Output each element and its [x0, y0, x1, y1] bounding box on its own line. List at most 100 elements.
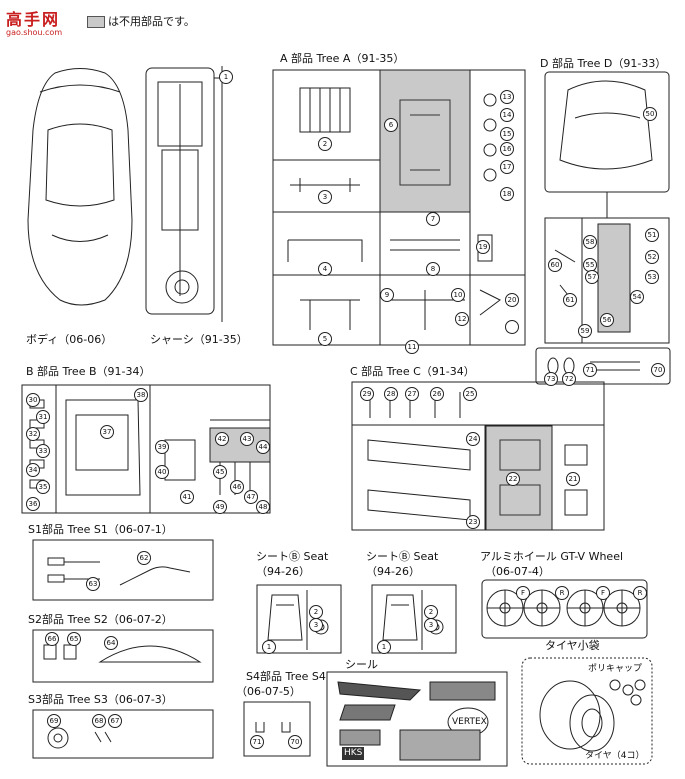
- body-drawing: [27, 68, 133, 306]
- tree-b-label: B 部品 Tree B（91-34）: [26, 365, 151, 378]
- part-number: 71: [583, 363, 597, 377]
- part-number: 50: [643, 107, 657, 121]
- part-number: 40: [155, 465, 169, 479]
- part-number: 70: [288, 735, 302, 749]
- wheel-label: アルミホイール GT-V Wheel: [480, 550, 624, 563]
- tire-bag-label: タイヤ小袋: [545, 639, 600, 652]
- part-number: 32: [26, 427, 40, 441]
- poly-cap-label: ポリキャップ: [588, 664, 643, 674]
- part-number: 13: [500, 90, 514, 104]
- tree-d-label: D 部品 Tree D（91-33）: [540, 57, 667, 70]
- part-number: 7: [426, 212, 440, 226]
- part-number: 12: [455, 312, 469, 326]
- tree-c-sprue: [351, 381, 605, 531]
- part-number: 6: [384, 118, 398, 132]
- part-number: 47: [244, 490, 258, 504]
- part-number: 30: [26, 393, 40, 407]
- part-number: F: [516, 586, 530, 600]
- tree-a-unused-part-6: [379, 69, 471, 213]
- part-number: 2: [318, 137, 332, 151]
- part-number: 34: [26, 463, 40, 477]
- part-number: 41: [180, 490, 194, 504]
- part-number: 11: [405, 340, 419, 354]
- decal-vertex: VERTEX: [452, 717, 487, 727]
- chassis-label: シャーシ（91-35）: [150, 333, 248, 346]
- tree-s1-label: S1部品 Tree S1（06-07-1）: [28, 523, 173, 536]
- part-number: 3: [309, 618, 323, 632]
- part-number: 3: [318, 190, 332, 204]
- part-number: 64: [104, 636, 118, 650]
- part-number: 5: [318, 332, 332, 346]
- seat2-code: （94-26）: [366, 565, 420, 578]
- decal-sheet: [326, 671, 508, 767]
- part-number: F: [596, 586, 610, 600]
- tree-a-label: A 部品 Tree A（91-35）: [280, 52, 405, 65]
- part-number: 2: [309, 605, 323, 619]
- part-number: 35: [36, 480, 50, 494]
- part-number: 18: [500, 187, 514, 201]
- part-number: 29: [360, 387, 374, 401]
- part-number: 8: [426, 262, 440, 276]
- tree-s1-sprue: [32, 539, 214, 601]
- seat1-label: シートⒷ Seat: [256, 550, 329, 563]
- unused-part-swatch: [87, 16, 105, 28]
- part-number: 26: [430, 387, 444, 401]
- part-number: 69: [47, 714, 61, 728]
- part-number: 22: [506, 472, 520, 486]
- part-number: 70: [651, 363, 665, 377]
- logo-text: 高手网: [6, 10, 61, 29]
- part-number: 28: [384, 387, 398, 401]
- part-number: R: [633, 586, 647, 600]
- part-number: 57: [585, 270, 599, 284]
- part-number: 14: [500, 108, 514, 122]
- part-number: 65: [67, 632, 81, 646]
- part-number: 21: [566, 472, 580, 486]
- part-number: 20: [505, 293, 519, 307]
- part-number: 15: [500, 127, 514, 141]
- part-number: 17: [500, 160, 514, 174]
- part-number: 10: [451, 288, 465, 302]
- part-number: 53: [645, 270, 659, 284]
- part-number: 59: [578, 324, 592, 338]
- seat2-label: シートⒷ Seat: [366, 550, 439, 563]
- logo-url: gao.shou.com: [6, 28, 63, 37]
- part-number: 23: [466, 515, 480, 529]
- tree-s2-label: S2部品 Tree S2（06-07-2）: [28, 613, 173, 626]
- part-number: 31: [36, 410, 50, 424]
- part-number: 68: [92, 714, 106, 728]
- seat1-code: （94-26）: [256, 565, 310, 578]
- part-number: 27: [405, 387, 419, 401]
- part-number: [505, 320, 519, 334]
- tree-s3-label: S3部品 Tree S3（06-07-3）: [28, 693, 173, 706]
- part-number: 60: [548, 258, 562, 272]
- part-number: 1: [377, 640, 391, 654]
- part-number: 3: [424, 618, 438, 632]
- part-number: 9: [380, 288, 394, 302]
- part-number: 24: [466, 432, 480, 446]
- part-number: 33: [36, 444, 50, 458]
- part-number: 44: [256, 440, 270, 454]
- part-number: 45: [213, 465, 227, 479]
- tree-s4-code: （06-07-5）: [236, 685, 301, 698]
- tree-s4-sprue: [243, 701, 311, 757]
- tree-s3-sprue: [32, 709, 214, 759]
- decal-hks: HKS: [342, 747, 365, 760]
- part-number: 72: [562, 372, 576, 386]
- part-number: 37: [100, 425, 114, 439]
- chassis-drawing: [145, 66, 223, 322]
- part-number: 4: [318, 262, 332, 276]
- tree-d-sprue: [535, 71, 671, 385]
- part-number: 43: [240, 432, 254, 446]
- site-logo: 高手网 gao.shou.com: [6, 6, 62, 37]
- part-number: 58: [583, 235, 597, 249]
- tree-s4-label: S4部品 Tree S4: [246, 670, 326, 683]
- tree-s2-sprue: [32, 629, 214, 683]
- part-number: 1: [262, 640, 276, 654]
- tire-label: タイヤ（4コ）: [585, 751, 645, 761]
- part-number: 16: [500, 142, 514, 156]
- seat1-sprue: [256, 584, 342, 654]
- part-number: 2: [424, 605, 438, 619]
- part-number: 54: [630, 290, 644, 304]
